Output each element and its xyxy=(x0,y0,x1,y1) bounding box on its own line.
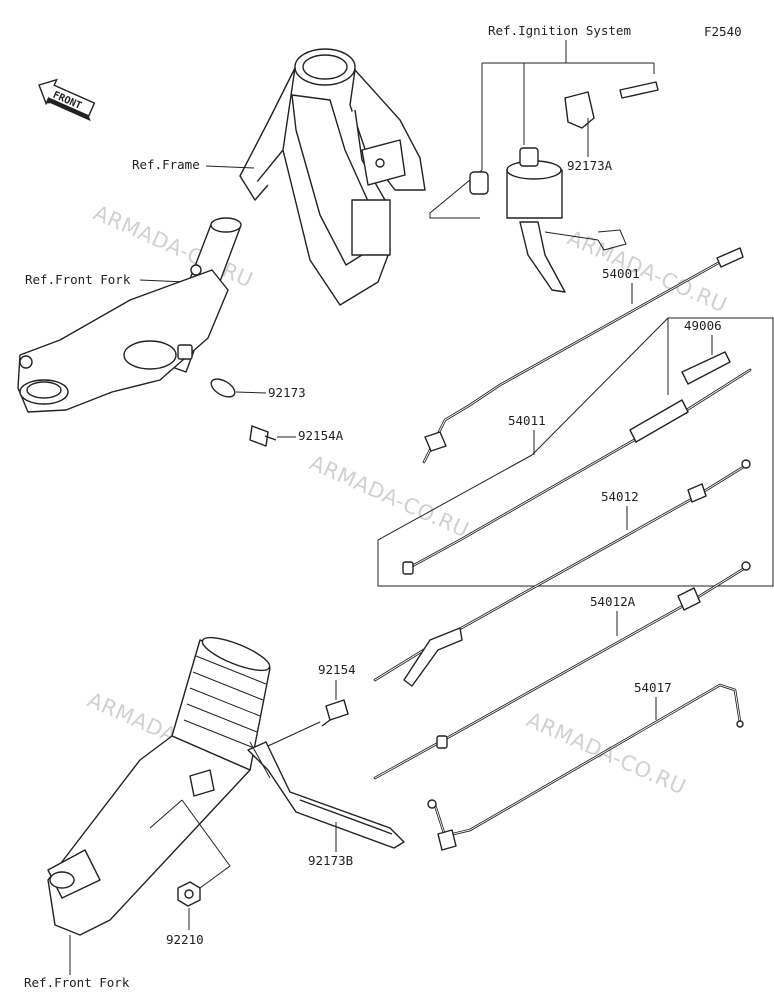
steering-stem xyxy=(17,217,242,413)
label-92173: 92173 xyxy=(268,385,306,400)
front-arrow-icon: FRONT xyxy=(38,78,96,122)
adjuster-49006 xyxy=(681,351,731,385)
nut-92210 xyxy=(177,881,201,907)
label-54012: 54012 xyxy=(601,489,639,504)
figure-code: F2540 xyxy=(704,24,742,39)
ref-front-fork-bottom: Ref.Front Fork xyxy=(24,975,130,990)
ref-front-fork-top: Ref.Front Fork xyxy=(25,272,131,287)
fork-leg xyxy=(47,735,251,936)
label-54012a: 54012A xyxy=(590,594,636,609)
bolt-92154 xyxy=(321,699,349,727)
label-54011: 54011 xyxy=(508,413,546,428)
cable-54012 xyxy=(373,459,751,687)
clamp-92173b xyxy=(247,741,405,849)
cable-54001 xyxy=(422,247,744,464)
label-92173a: 92173A xyxy=(567,158,613,173)
ref-ignition-system: Ref.Ignition System xyxy=(488,23,631,38)
ref-frame: Ref.Frame xyxy=(132,157,200,172)
frame xyxy=(239,48,426,306)
label-92154: 92154 xyxy=(318,662,356,677)
label-92210: 92210 xyxy=(166,932,204,947)
label-54017: 54017 xyxy=(634,680,672,695)
label-92173b: 92173B xyxy=(308,853,353,868)
ignition-coil xyxy=(469,81,659,293)
label-54001: 54001 xyxy=(602,266,640,281)
label-92154a: 92154A xyxy=(298,428,344,443)
bolt-92154a xyxy=(249,425,277,447)
watermark: ARMADA-CO.RU xyxy=(306,451,473,543)
cable-54017 xyxy=(427,683,744,851)
cable-54011 xyxy=(402,368,752,575)
o-ring-92173 xyxy=(210,378,236,398)
label-49006: 49006 xyxy=(684,318,722,333)
cable-54012a xyxy=(373,561,751,780)
fork-boot xyxy=(171,636,271,771)
